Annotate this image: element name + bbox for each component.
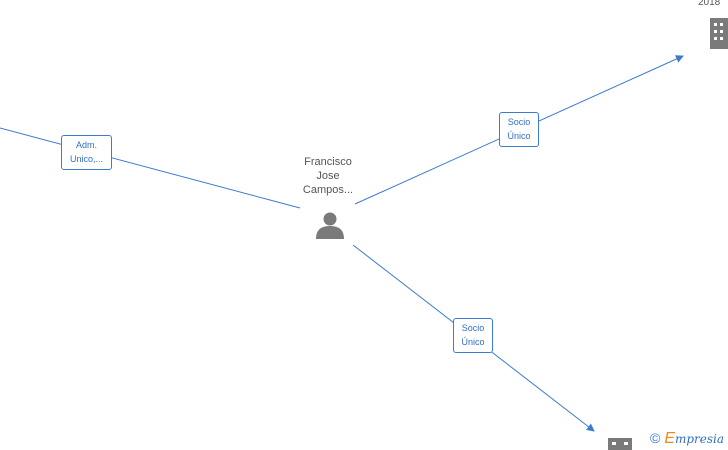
edge-label-line: Socio — [507, 117, 531, 127]
person-name-line: Campos... — [302, 184, 354, 196]
company-year: 2018 — [698, 0, 721, 8]
person-name-line: Jose — [316, 170, 340, 182]
brand-initial: E — [664, 430, 675, 447]
building-icon[interactable] — [710, 18, 728, 49]
person-name[interactable]: Francisco Jose Campos... — [290, 155, 366, 197]
empresia-watermark: ©Empresia — [650, 430, 724, 447]
edge-label-line: Adm. — [75, 140, 97, 150]
brand-name: mpresia — [675, 432, 725, 446]
edge-label-line: Unico,... — [69, 154, 103, 164]
edge-label-socio-bottom[interactable]: Socio Único — [453, 318, 493, 353]
edge-line-adm — [0, 127, 301, 209]
copyright-symbol: © — [650, 430, 661, 446]
edge-label-line: Único — [461, 337, 485, 347]
edge-label-socio-top[interactable]: Socio Único — [499, 112, 539, 147]
building-icon[interactable] — [608, 438, 632, 450]
edge-label-adm[interactable]: Adm. Unico,... — [61, 135, 112, 170]
person-icon[interactable] — [316, 212, 344, 240]
edge-label-line: Socio — [461, 323, 485, 333]
edge-label-line: Único — [507, 131, 531, 141]
person-name-line: Francisco — [304, 156, 352, 168]
